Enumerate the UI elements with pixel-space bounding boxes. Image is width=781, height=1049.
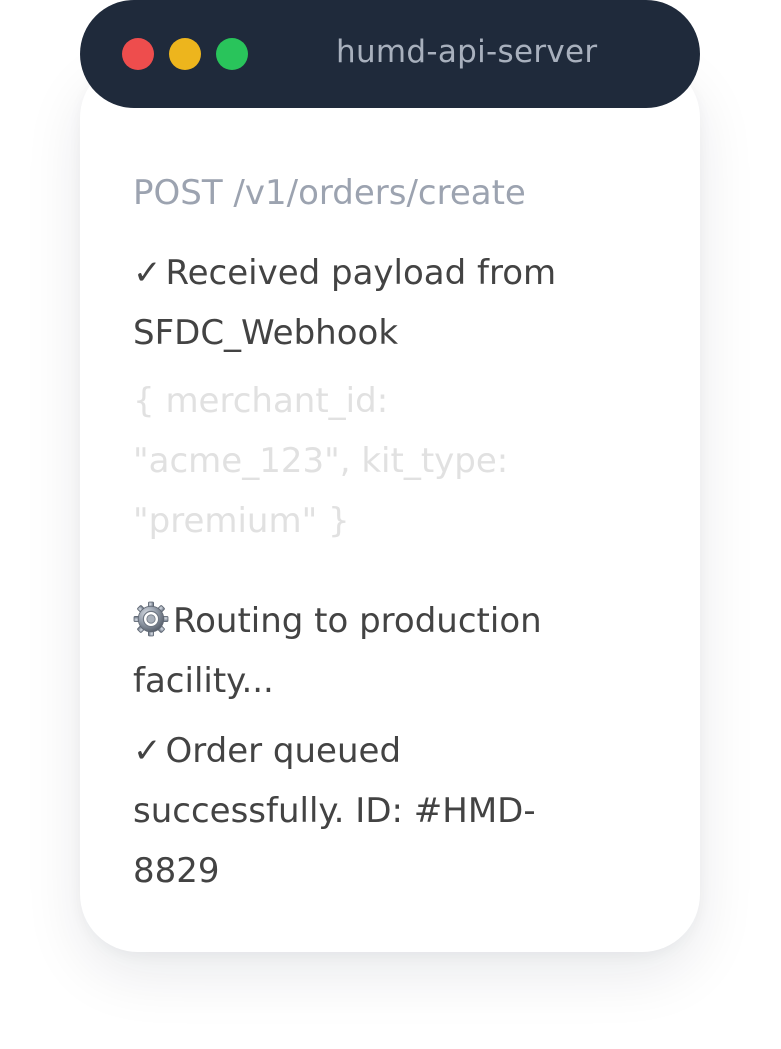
order-queued-text: Order queued successfully. ID: #HMD-8829 [133,731,536,891]
minimize-window-button[interactable] [169,38,201,70]
received-payload-text: Received payload from SFDC_Webhook [133,253,567,353]
routing-line: Routing to production facility... [133,591,573,711]
request-route: POST /v1/orders/create [133,173,526,213]
received-payload-line: ✓Received payload from SFDC_Webhook [133,243,573,363]
check-icon: ✓ [133,731,162,771]
window-titlebar: humd-api-server [80,0,700,108]
routing-text: Routing to production facility... [133,601,553,701]
log-card [80,60,700,952]
window-title: humd-api-server [336,34,598,70]
order-queued-line: ✓Order queued successfully. ID: #HMD-882… [133,721,573,901]
check-icon: ✓ [133,253,162,293]
maximize-window-button[interactable] [216,38,248,70]
gear-icon [133,596,169,637]
terminal-window: humd-api-server POST /v1/orders/create ✓… [80,0,700,952]
log-output: POST /v1/orders/create ✓Received payload… [133,163,573,901]
close-window-button[interactable] [122,38,154,70]
payload-json: { merchant_id: "acme_123", kit_type: "pr… [133,381,520,541]
